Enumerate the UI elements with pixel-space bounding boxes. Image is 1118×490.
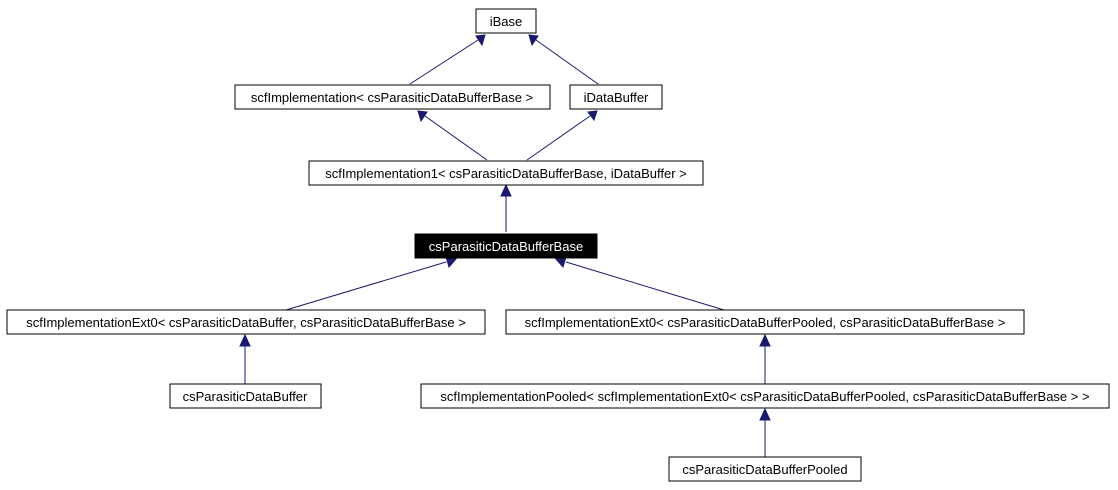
node-idatabuffer-label: iDataBuffer xyxy=(584,90,649,105)
arrow-implpooled-to-ext0pooled xyxy=(759,333,771,347)
node-cs-parasitic-data-buffer[interactable]: csParasiticDataBuffer xyxy=(169,383,322,409)
node-cs-parasitic-data-buffer-base-label: csParasiticDataBufferBase xyxy=(429,239,583,254)
node-idatabuffer[interactable]: iDataBuffer xyxy=(569,84,663,110)
node-scf-implementation1[interactable]: scfImplementation1< csParasiticDataBuffe… xyxy=(308,160,704,186)
node-cs-parasitic-data-buffer-base[interactable]: csParasiticDataBufferBase xyxy=(414,233,598,259)
node-scf-implementation-label: scfImplementation< csParasiticDataBuffer… xyxy=(251,90,533,105)
node-ext0-buffer-label: scfImplementationExt0< csParasiticDataBu… xyxy=(26,315,466,330)
node-ext0-pooled[interactable]: scfImplementationExt0< csParasiticDataBu… xyxy=(505,309,1025,335)
node-ibase-label: iBase xyxy=(490,14,523,29)
arrow-scfimpl1-to-scfimpl xyxy=(417,110,428,123)
node-impl-pooled[interactable]: scfImplementationPooled< scfImplementati… xyxy=(420,383,1110,409)
edge-idatabuffer-to-ibase xyxy=(535,39,599,85)
arrow-pooled-to-implpooled xyxy=(759,407,771,421)
node-cs-parasitic-data-buffer-pooled-label: csParasiticDataBufferPooled xyxy=(682,462,847,477)
edge-ext0pooled-to-base xyxy=(565,261,725,311)
edge-ext0buffer-to-base xyxy=(285,261,447,311)
arrow-scfimpl-to-ibase xyxy=(475,34,486,47)
node-scf-implementation1-label: scfImplementation1< csParasiticDataBuffe… xyxy=(325,166,687,181)
edge-scfimpl-to-ibase xyxy=(409,39,479,85)
node-ext0-buffer[interactable]: scfImplementationExt0< csParasiticDataBu… xyxy=(6,309,486,335)
node-cs-parasitic-data-buffer-pooled[interactable]: csParasiticDataBufferPooled xyxy=(668,456,862,482)
arrow-idatabuffer-to-ibase xyxy=(528,34,539,47)
node-ibase[interactable]: iBase xyxy=(475,8,537,34)
edge-scfimpl1-to-scfimpl xyxy=(424,115,488,161)
node-impl-pooled-label: scfImplementationPooled< scfImplementati… xyxy=(440,389,1089,404)
edge-scfimpl1-to-idatabuffer xyxy=(526,115,591,161)
node-ext0-pooled-label: scfImplementationExt0< csParasiticDataBu… xyxy=(525,315,1006,330)
arrow-scfimpl1-to-idatabuffer xyxy=(587,110,598,122)
node-cs-parasitic-data-buffer-label: csParasiticDataBuffer xyxy=(183,389,308,404)
arrow-buffer-to-ext0buffer xyxy=(239,333,251,347)
node-scf-implementation[interactable]: scfImplementation< csParasiticDataBuffer… xyxy=(234,84,551,110)
arrow-base-to-scfimpl1 xyxy=(500,183,512,197)
